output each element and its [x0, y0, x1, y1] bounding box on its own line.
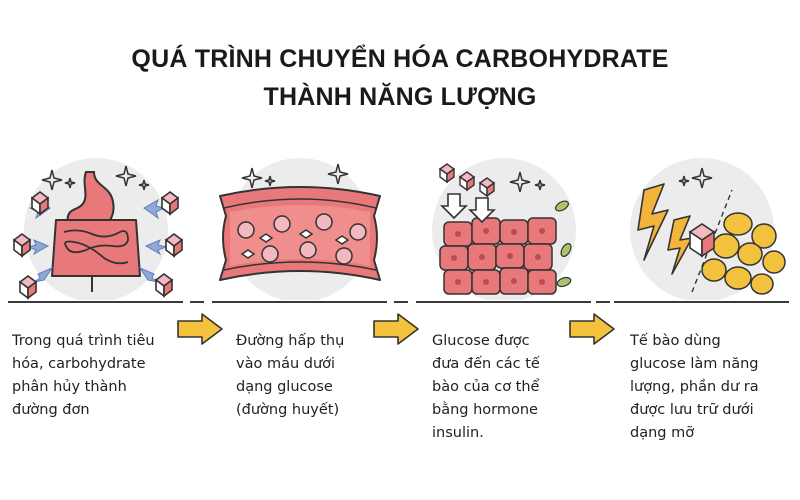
- baseline-segment: [416, 301, 591, 303]
- baseline-dash: [596, 301, 610, 303]
- arrow-right-icon: [569, 313, 615, 345]
- baseline-segment: [614, 301, 789, 303]
- blood-vessel-icon: [219, 158, 381, 300]
- step-1-description: Trong quá trình tiêu hóa, carbohydrate p…: [12, 333, 155, 418]
- step-4-description: Tế bào dùng glucose làm năng lượng, phần…: [630, 333, 759, 441]
- step-3-description: Glucose được đưa đến các tế bào của cơ t…: [432, 333, 540, 441]
- baseline-segment: [212, 301, 387, 303]
- cells-icon: [432, 158, 576, 300]
- arrow-right-icon: [373, 313, 419, 345]
- stage-blood-vessel: [212, 150, 387, 300]
- step-2-description: Đường hấp thụ vào máu dưới dạng glucose …: [236, 333, 345, 418]
- stage-digestion: [8, 150, 183, 300]
- stage-energy-fat: [614, 150, 789, 300]
- baseline-dash: [190, 301, 204, 303]
- page-title-line-1: QUÁ TRÌNH CHUYỂN HÓA CARBOHYDRATE: [131, 45, 669, 73]
- arrow-right-icon: [177, 313, 223, 345]
- energy-fat-icon: [630, 158, 786, 300]
- baseline-dash: [394, 301, 408, 303]
- stage-cells: [416, 150, 591, 300]
- page-title-line-2: THÀNH NĂNG LƯỢNG: [263, 83, 537, 111]
- baseline-segment: [8, 301, 183, 303]
- stomach-intestine-icon: [12, 158, 183, 300]
